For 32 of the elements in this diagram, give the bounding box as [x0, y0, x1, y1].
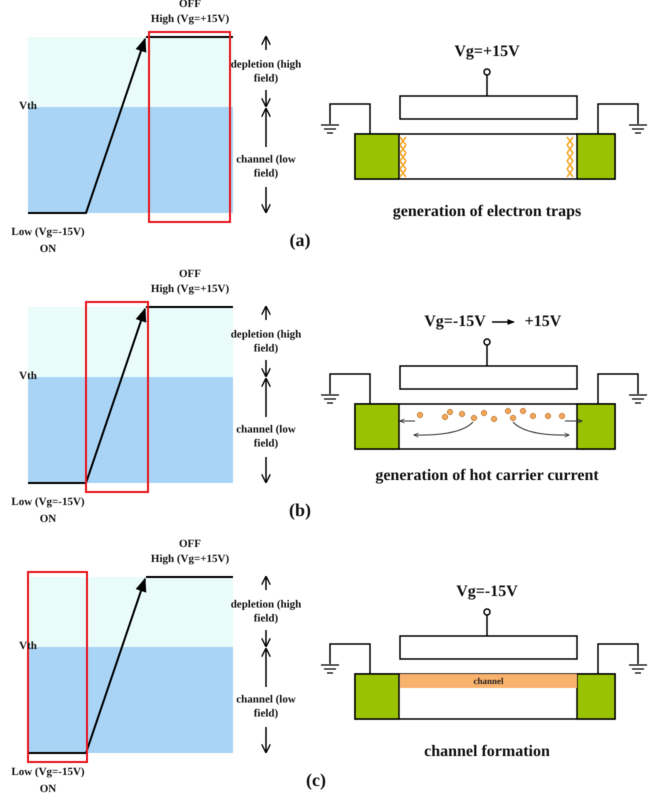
- field-label: High (Vg=+15V): [150, 13, 230, 27]
- field-label: ON: [40, 513, 56, 527]
- field-label: depletion (high field): [230, 328, 302, 356]
- panel-label: (c): [306, 768, 326, 792]
- field-label: High (Vg=+15V): [150, 283, 230, 297]
- field-label: ON: [40, 243, 56, 257]
- field-label: High (Vg=+15V): [150, 553, 230, 567]
- field-label: Vth: [19, 100, 37, 114]
- voltage-label: +15V: [524, 312, 562, 332]
- field-label: Low (Vg=-15V): [11, 226, 85, 240]
- field-label: channel (low field): [235, 693, 297, 721]
- field-label: OFF: [179, 268, 201, 282]
- field-label: depletion (high field): [230, 598, 302, 626]
- channel-band: [400, 674, 577, 688]
- field-label: OFF: [179, 538, 201, 552]
- voltage-label: Vg=+15V: [454, 42, 520, 62]
- panel-label: (b): [289, 498, 311, 522]
- field-label: channel (low field): [235, 423, 297, 451]
- caption: channel formation: [424, 742, 550, 762]
- caption: generation of electron traps: [392, 202, 582, 222]
- field-label: depletion (high field): [230, 58, 302, 86]
- field-label: Low (Vg=-15V): [11, 766, 85, 780]
- field-label: Low (Vg=-15V): [11, 496, 85, 510]
- voltage-label: Vg=-15V: [424, 312, 486, 332]
- field-label: channel (low field): [235, 153, 297, 181]
- field-label: OFF: [179, 0, 201, 12]
- caption: generation of hot carrier current: [375, 466, 599, 486]
- panel-label: (a): [290, 228, 310, 252]
- field-label: ON: [40, 783, 56, 797]
- field-label: Vth: [19, 370, 37, 384]
- band-label: channel: [473, 676, 504, 686]
- voltage-label: Vg=-15V: [456, 582, 518, 602]
